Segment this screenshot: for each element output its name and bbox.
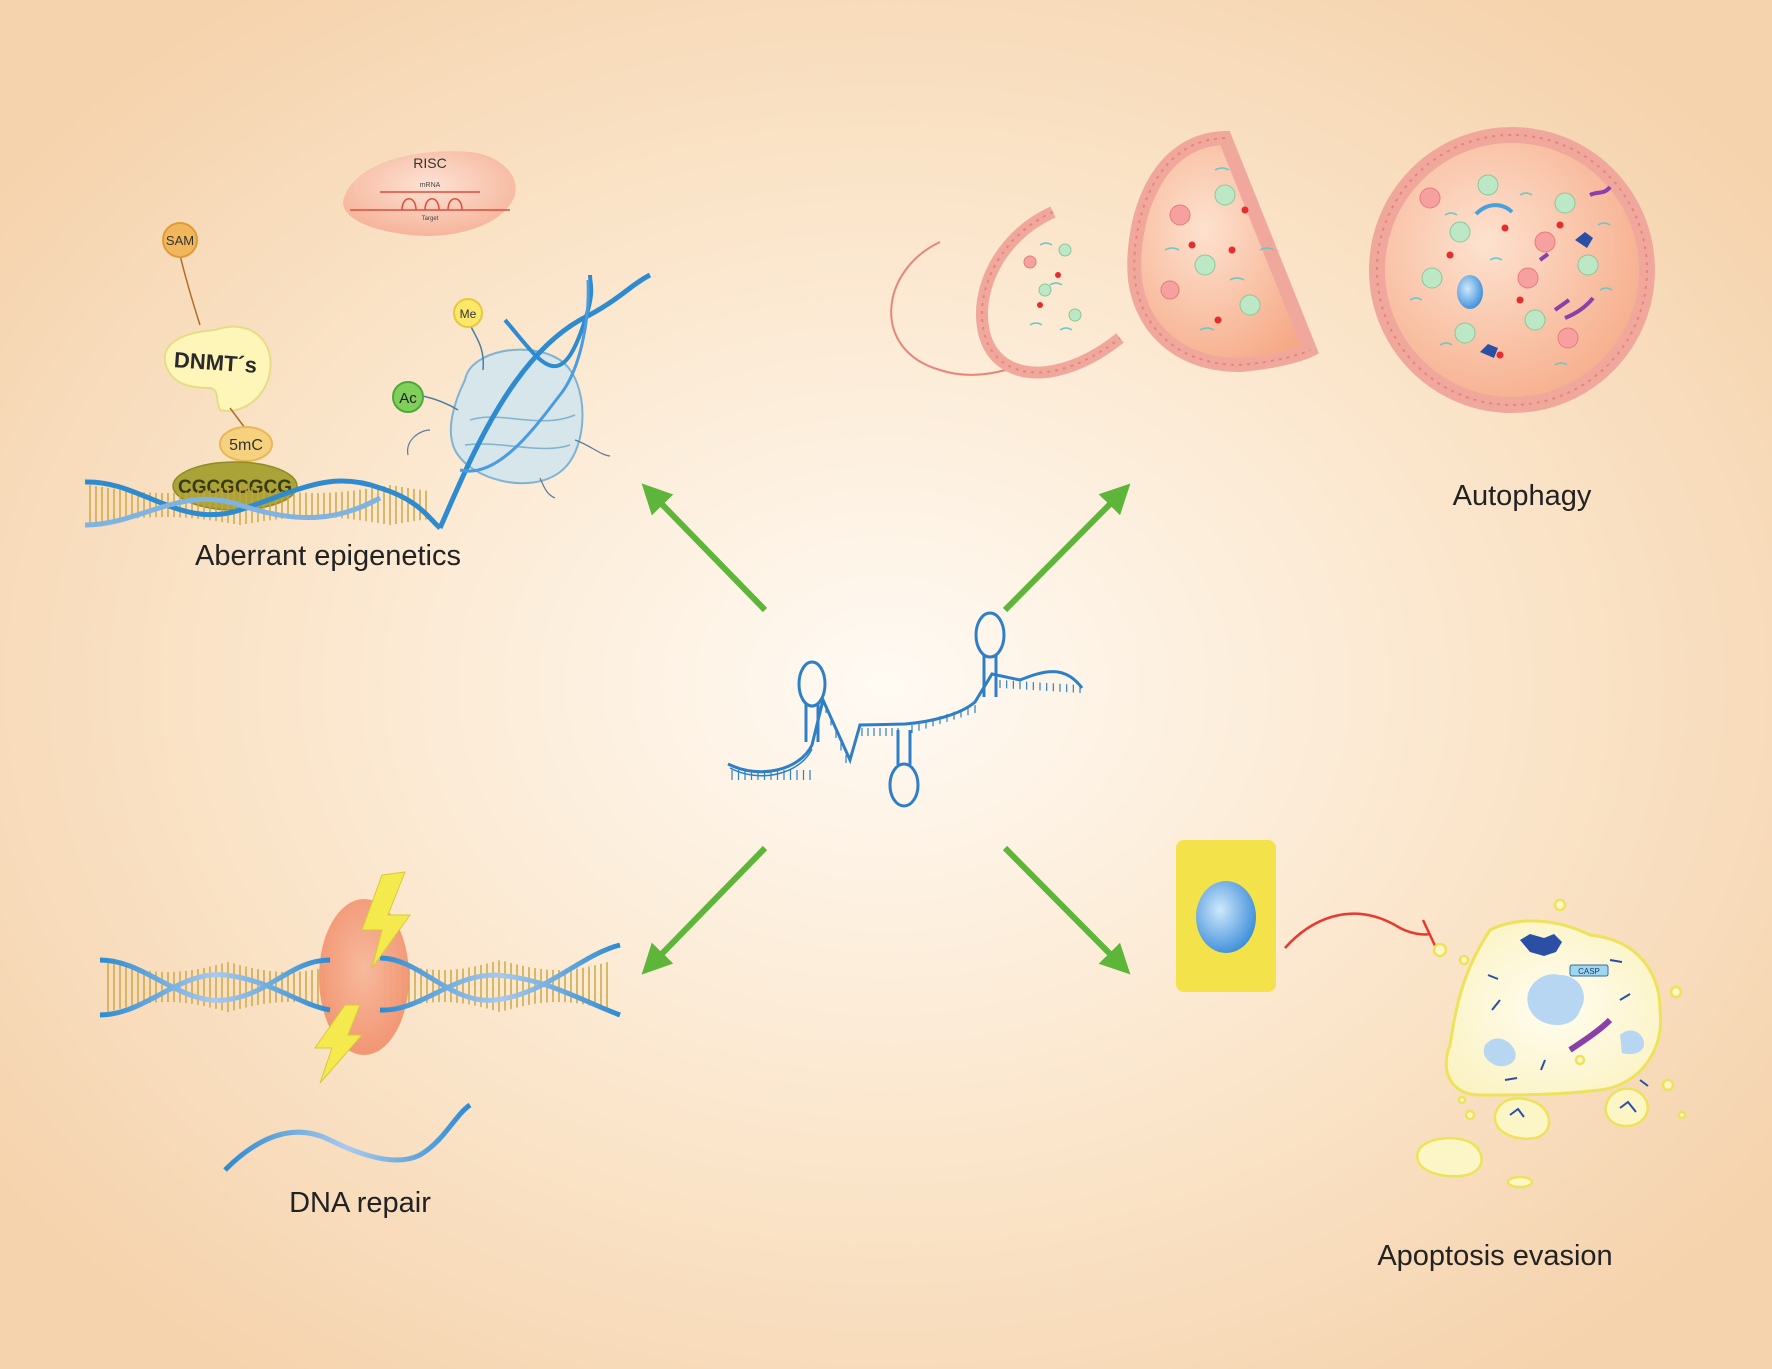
apoptotic-cell: CASP — [1444, 919, 1663, 1097]
dna-repair-title: DNA repair — [289, 1187, 431, 1219]
dnmt-enzyme: DNMT´s — [163, 325, 272, 429]
phagophore-stage-2 — [975, 206, 1124, 379]
risc-label: RISC — [413, 155, 446, 171]
target-label: Target — [422, 216, 439, 222]
autophagy-panel: Autophagy — [890, 127, 1655, 512]
risc-complex: RISC mRNA Target — [343, 151, 516, 236]
central-lncrna-molecule — [727, 611, 1084, 808]
cpg-label: CGCGCGCG — [178, 477, 292, 498]
inhibition-line — [1284, 912, 1431, 949]
epigenetics-panel: RISC mRNA Target SAM DNMT´s 5mC CGCGC — [84, 151, 652, 572]
apoptosis-panel: CASP Apoptosis evasion — [1176, 840, 1687, 1272]
broken-dna-right — [379, 942, 621, 1018]
repaired-dna-strand — [223, 1102, 472, 1172]
phagophore-arc — [890, 241, 1013, 376]
surviving-cell-nucleus — [1196, 881, 1256, 953]
arrow-to-dna-repair — [641, 845, 768, 975]
acetyl-marker: Ac — [392, 381, 459, 413]
ac-label: Ac — [399, 390, 417, 407]
mrna-label: mRNA — [420, 182, 441, 189]
apoptosis-title: Apoptosis evasion — [1377, 1240, 1612, 1272]
epigenetic-dna-helix — [84, 478, 442, 530]
five-mc-marker: 5mC — [219, 426, 273, 462]
broken-dna-left — [99, 957, 331, 1018]
nucleosome — [407, 272, 652, 530]
dna-repair-panel: DNA repair — [99, 871, 621, 1219]
arrow-to-epigenetics — [641, 483, 768, 613]
casp-label: CASP — [1578, 967, 1600, 976]
autophagosome-half — [1127, 130, 1319, 373]
autophagy-title: Autophagy — [1453, 480, 1592, 512]
apoptotic-bodies — [1416, 898, 1687, 1189]
methyl-marker: Me — [453, 298, 485, 371]
sam-molecule: SAM — [162, 222, 201, 326]
epigenetics-title: Aberrant epigenetics — [195, 540, 461, 572]
arrow-to-apoptosis — [1002, 845, 1131, 975]
lightning-bolt-top — [361, 871, 411, 969]
arrow-to-autophagy — [1002, 483, 1131, 613]
dnmt-label: DNMT´s — [173, 347, 258, 378]
arrows — [641, 483, 1131, 975]
five-mc-label: 5mC — [229, 437, 263, 454]
lightning-bolt-bottom — [314, 1004, 364, 1084]
autolysosome — [1369, 127, 1655, 413]
sam-label: SAM — [166, 233, 194, 248]
rna-base-ticks — [731, 680, 1081, 780]
inhibition-bar — [1421, 919, 1439, 951]
me-label: Me — [460, 307, 477, 321]
